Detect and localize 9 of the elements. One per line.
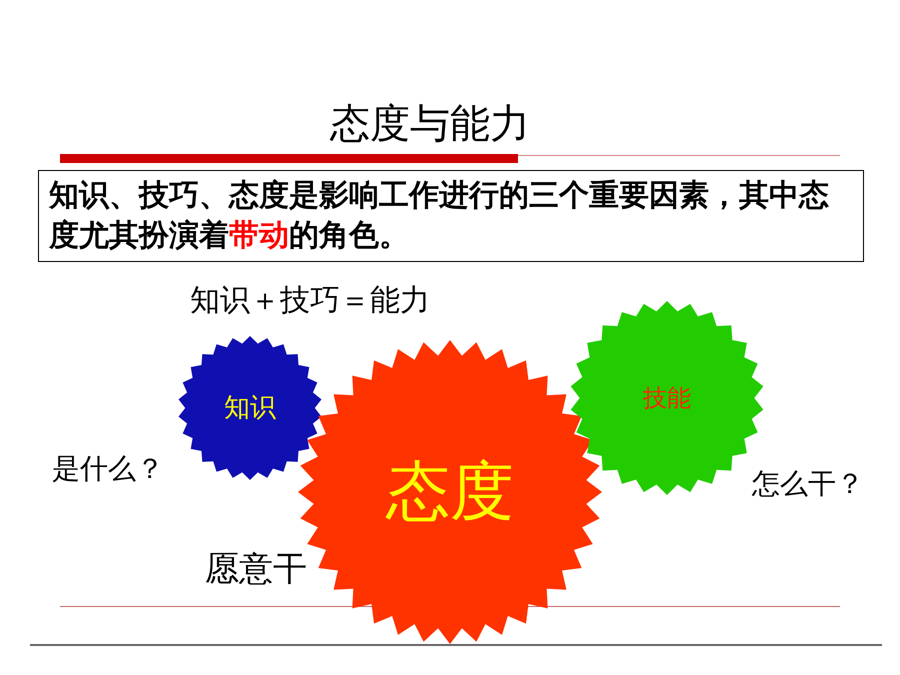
label-text: 愿意干 — [205, 552, 307, 586]
label-text: 怎么干？ — [752, 470, 864, 498]
gear-label: 知识 — [224, 395, 276, 421]
text-box: 知识、技巧、态度是影响工作进行的三个重要因素，其中态度尤其扮演着带动的角色。 — [38, 170, 864, 262]
label-text: 知识＋技巧＝能力 — [190, 286, 430, 316]
gear-label: 技能 — [643, 386, 691, 410]
label-text: 是什么？ — [52, 455, 164, 483]
gear-label: 态度 — [386, 460, 514, 524]
title: 态度与能力 — [330, 104, 530, 144]
